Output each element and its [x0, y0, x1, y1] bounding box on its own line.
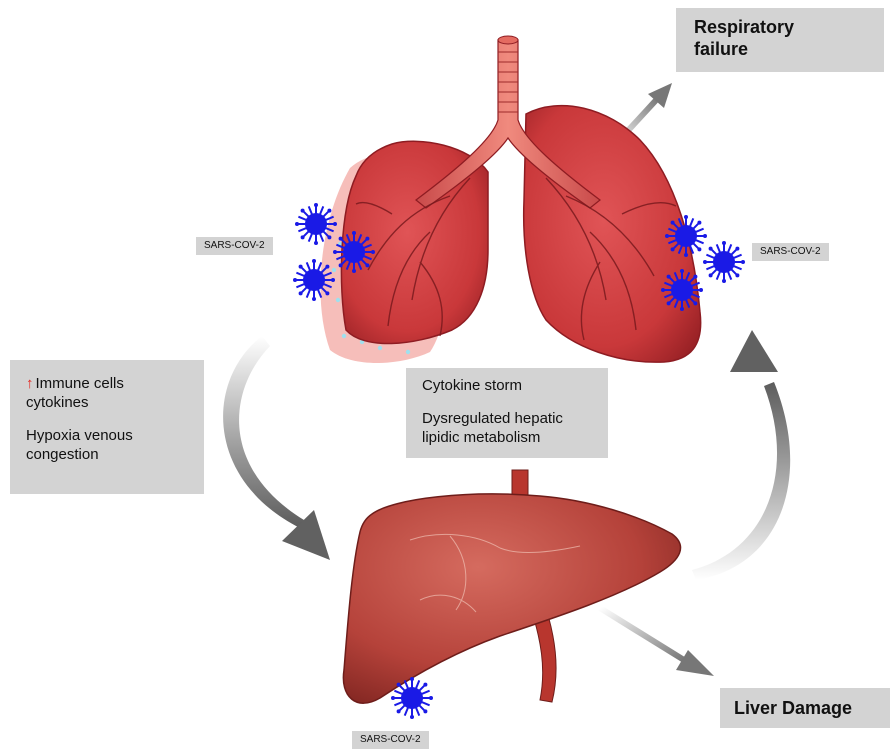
cytokines-label: cytokines — [26, 393, 204, 412]
hypoxia-label: Hypoxia venous — [26, 426, 204, 445]
virus-icon — [293, 259, 335, 301]
immune-cells-label: Immune cells — [36, 375, 124, 392]
immune-hypoxia-box: ↑Immune cells cytokines Hypoxia venous c… — [10, 360, 204, 494]
dysregulated-hepatic-label: Dysregulated hepatic — [422, 409, 608, 428]
curved-arrow-lungs-to-liver — [223, 336, 330, 560]
arrow-to-liver-damage — [600, 608, 714, 676]
virus-icon — [703, 241, 745, 283]
cytokine-storm-box: Cytokine storm Dysregulated hepatic lipi… — [406, 368, 608, 458]
virus-icon — [333, 231, 375, 273]
liver — [343, 494, 680, 703]
sars-cov-2-label-lung-left: SARS-COV-2 — [196, 237, 273, 255]
sars-cov-2-label-liver: SARS-COV-2 — [352, 731, 429, 749]
right-lung — [524, 106, 701, 363]
lipidic-metabolism-label: lipidic metabolism — [422, 428, 608, 447]
respiratory-failure-line2: failure — [694, 38, 884, 60]
virus-icon — [295, 203, 337, 245]
virus-icon — [665, 215, 707, 257]
liver-damage-label: Liver Damage — [734, 698, 852, 718]
respiratory-failure-box: Respiratory failure — [676, 8, 884, 72]
virus-icon — [391, 677, 433, 719]
liver-damage-box: Liver Damage — [720, 688, 890, 728]
up-arrow-icon: ↑ — [26, 375, 34, 392]
congestion-label: congestion — [26, 445, 204, 464]
curved-arrow-liver-to-lungs — [692, 330, 790, 580]
virus-icon — [661, 269, 703, 311]
cytokine-storm-label: Cytokine storm — [422, 376, 608, 395]
respiratory-failure-line1: Respiratory — [694, 16, 884, 38]
sars-cov-2-label-lung-right: SARS-COV-2 — [752, 243, 829, 261]
